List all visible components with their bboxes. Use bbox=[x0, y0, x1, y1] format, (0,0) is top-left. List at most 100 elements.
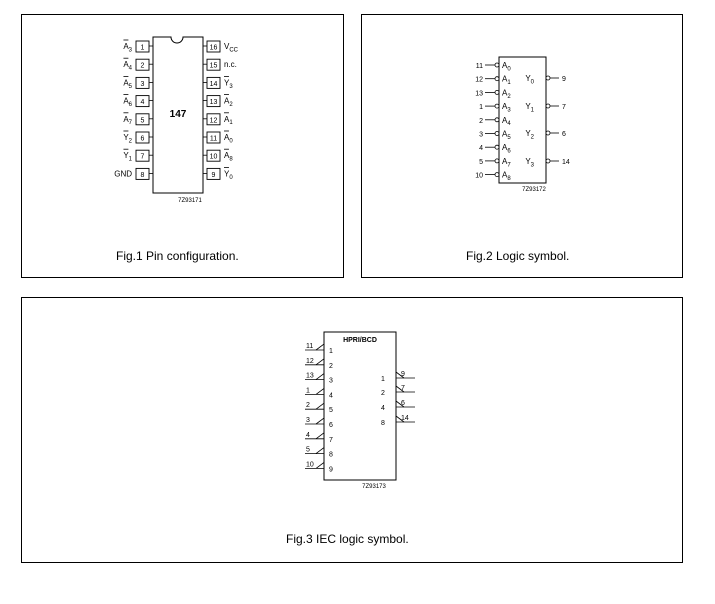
pin-number: 1 bbox=[141, 45, 145, 52]
reference-code: 7Z93172 bbox=[522, 187, 546, 193]
pin-number: 16 bbox=[210, 45, 218, 52]
pin-name: A8 bbox=[224, 148, 233, 163]
input-pin-number: 5 bbox=[306, 447, 310, 454]
pin-number: 15 bbox=[210, 63, 218, 70]
input-pin-number: 2 bbox=[479, 118, 483, 125]
pin-number: 4 bbox=[141, 99, 145, 106]
pin-name: Y1 bbox=[123, 148, 133, 163]
input-pin-number: 1 bbox=[306, 387, 310, 394]
pin-name: A1 bbox=[224, 112, 233, 126]
input-dependency-label: 1 bbox=[329, 348, 333, 355]
svg-text:A2: A2 bbox=[502, 88, 511, 99]
pin-number: 11 bbox=[210, 136, 217, 143]
pin-name: A5 bbox=[123, 76, 133, 90]
svg-text:Y1: Y1 bbox=[123, 151, 132, 162]
inversion-bubble bbox=[494, 90, 500, 95]
negation-indicator bbox=[315, 387, 325, 395]
input-dependency-label: 2 bbox=[329, 363, 333, 370]
pin-number: 5 bbox=[141, 117, 145, 124]
output-pin-number: 14 bbox=[401, 415, 409, 422]
input-pin-number: 1 bbox=[479, 104, 483, 111]
svg-text:A3: A3 bbox=[123, 42, 132, 53]
svg-text:Y2: Y2 bbox=[525, 129, 534, 140]
pin-name: A2 bbox=[224, 94, 233, 108]
pin-name: A3 bbox=[123, 39, 133, 53]
input-pin-number: 10 bbox=[475, 173, 483, 180]
svg-text:GND: GND bbox=[114, 169, 132, 178]
input-pin-number: 5 bbox=[479, 159, 483, 166]
negation-indicator bbox=[395, 415, 405, 423]
pin-number: 3 bbox=[141, 81, 145, 88]
fig3-caption: Fig.3 IEC logic symbol. bbox=[286, 532, 409, 546]
svg-text:VCC: VCC bbox=[224, 42, 239, 53]
pin-box bbox=[206, 131, 221, 144]
svg-text:A8: A8 bbox=[224, 151, 233, 162]
pin-number: 6 bbox=[141, 136, 145, 143]
pin-box bbox=[206, 149, 221, 162]
pin-number: 13 bbox=[210, 99, 218, 106]
output-label: Y1 bbox=[525, 102, 534, 113]
pin-number: 2 bbox=[141, 63, 145, 70]
svg-text:Y3: Y3 bbox=[224, 78, 233, 89]
input-pin-number: 11 bbox=[306, 343, 313, 350]
input-label: A8 bbox=[502, 171, 511, 182]
svg-text:A3: A3 bbox=[502, 102, 511, 113]
pin-number: 8 bbox=[141, 172, 145, 179]
output-pin-number: 6 bbox=[401, 400, 405, 407]
svg-text:Y1: Y1 bbox=[525, 102, 534, 113]
input-pin-number: 12 bbox=[306, 358, 314, 365]
svg-text:A8: A8 bbox=[502, 171, 511, 182]
svg-text:A5: A5 bbox=[502, 130, 511, 141]
input-label: A7 bbox=[502, 157, 511, 168]
pin-box bbox=[206, 76, 221, 89]
reference-code: 7Z93173 bbox=[362, 484, 386, 490]
negation-indicator bbox=[315, 461, 325, 469]
pin-number: 12 bbox=[210, 117, 218, 124]
negation-indicator bbox=[395, 385, 405, 393]
output-pin-number: 14 bbox=[562, 159, 570, 166]
svg-text:A4: A4 bbox=[123, 60, 132, 71]
svg-text:Y0: Y0 bbox=[525, 74, 534, 85]
input-label: A6 bbox=[502, 143, 511, 154]
negation-indicator bbox=[315, 446, 325, 454]
svg-text:A7: A7 bbox=[123, 115, 132, 126]
inversion-bubble bbox=[494, 158, 500, 164]
pin-box bbox=[135, 113, 150, 126]
input-pin-number: 3 bbox=[306, 417, 310, 424]
negation-indicator bbox=[395, 371, 405, 379]
pin-number: 14 bbox=[210, 81, 218, 88]
output-label: Y0 bbox=[525, 74, 534, 85]
inversion-bubble bbox=[494, 172, 500, 178]
pin-name: Y2 bbox=[123, 130, 133, 144]
output-weight-label: 8 bbox=[381, 420, 385, 427]
input-pin-number: 4 bbox=[479, 145, 483, 152]
output-pin-number: 7 bbox=[562, 104, 566, 111]
inversion-bubble bbox=[494, 76, 500, 82]
input-pin-number: 3 bbox=[479, 132, 483, 139]
pin-number: 10 bbox=[210, 154, 218, 161]
input-pin-number: 4 bbox=[306, 432, 310, 439]
input-dependency-label: 8 bbox=[329, 452, 333, 459]
input-dependency-label: 3 bbox=[329, 378, 333, 385]
inversion-bubble bbox=[545, 130, 551, 136]
output-weight-label: 4 bbox=[381, 405, 385, 412]
negation-indicator bbox=[315, 343, 325, 351]
svg-text:n.c.: n.c. bbox=[224, 60, 237, 69]
output-pin-number: 9 bbox=[401, 371, 405, 378]
svg-text:A7: A7 bbox=[502, 157, 511, 168]
svg-text:Y0: Y0 bbox=[224, 169, 233, 180]
pin-box bbox=[206, 58, 221, 71]
negation-indicator bbox=[315, 372, 325, 380]
pin-box bbox=[135, 131, 150, 144]
input-dependency-label: 5 bbox=[329, 407, 333, 414]
chip-label: 147 bbox=[170, 109, 187, 120]
inversion-bubble bbox=[545, 75, 551, 81]
inversion-bubble bbox=[545, 103, 551, 109]
inversion-bubble bbox=[545, 158, 551, 164]
svg-text:A0: A0 bbox=[502, 61, 511, 72]
inversion-bubble bbox=[494, 62, 500, 68]
